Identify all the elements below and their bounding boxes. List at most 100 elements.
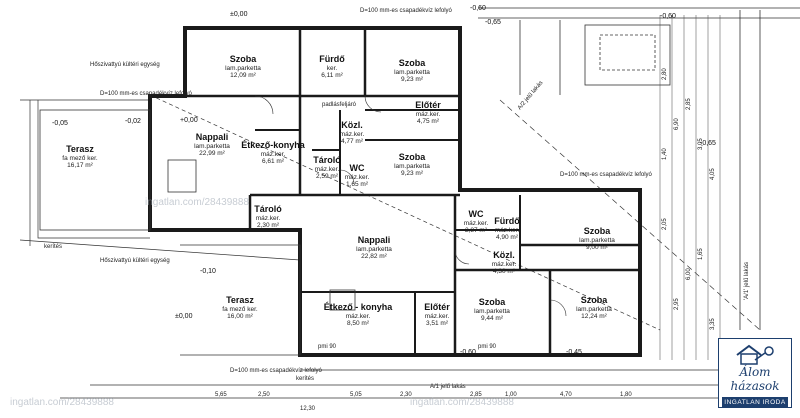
note-entrance-right: 'A/1' jelű lakás <box>744 262 750 300</box>
note-gutter-top: D=100 mm-es csapadékvíz lefolyó <box>360 8 453 14</box>
svg-text:Terasz: Terasz <box>226 295 254 305</box>
svg-text:Étkező - konyha: Étkező - konyha <box>324 302 394 312</box>
svg-text:4,30 m²: 4,30 m² <box>493 268 516 275</box>
svg-text:Szoba: Szoba <box>230 54 257 64</box>
svg-text:1,40: 1,40 <box>662 148 668 160</box>
room-szoba-2: Szoba lam.parketta 9,23 m² <box>394 58 430 83</box>
svg-text:Szoba: Szoba <box>584 226 611 236</box>
svg-text:1,00: 1,00 <box>505 392 517 398</box>
logo-brand: Álom házasok <box>730 365 780 393</box>
svg-text:22,82 m²: 22,82 m² <box>361 253 387 260</box>
svg-text:máz.ker.: máz.ker. <box>425 313 450 320</box>
level-2: -0,65 <box>485 19 501 26</box>
svg-text:2,87 m²: 2,87 m² <box>465 227 488 234</box>
svg-text:fa mező ker.: fa mező ker. <box>62 155 98 162</box>
svg-text:máz.ker.: máz.ker. <box>346 313 371 320</box>
svg-text:9,44 m²: 9,44 m² <box>481 315 504 322</box>
svg-text:máz.ker.: máz.ker. <box>416 111 441 118</box>
svg-text:2,95: 2,95 <box>674 298 680 310</box>
svg-text:2,85: 2,85 <box>686 98 692 110</box>
level-11: -0,45 <box>566 349 582 356</box>
svg-text:1,65 m²: 1,65 m² <box>346 181 369 188</box>
room-furdo-2: Fürdő máz.ker. 4,90 m² <box>494 216 520 241</box>
note-entrance-b: A/2 jelű lakás <box>517 80 545 111</box>
note-gutter-mid: D=100 mm-es csapadékvíz lefolyó <box>100 91 193 97</box>
room-szoba-4: Szoba lam.parketta 9,00 m² <box>579 226 615 251</box>
svg-text:máz.ker.: máz.ker. <box>261 151 286 158</box>
svg-text:5,05: 5,05 <box>350 392 362 398</box>
svg-text:fa mező ker.: fa mező ker. <box>222 306 258 313</box>
dims-right: 2,80 6,90 1,40 2,85 3,05 4,05 6,00 2,05 … <box>662 68 716 330</box>
svg-text:4,75 m²: 4,75 m² <box>417 118 440 125</box>
svg-text:3,05: 3,05 <box>698 138 704 150</box>
svg-text:22,99 m²: 22,99 m² <box>199 150 225 157</box>
svg-text:máz.ker.: máz.ker. <box>256 215 281 222</box>
room-eloter-1: Előtér máz.ker. 4,75 m² <box>415 100 441 125</box>
svg-text:máz.ker.: máz.ker. <box>345 174 370 181</box>
svg-text:Étkező-konyha: Étkező-konyha <box>241 140 306 150</box>
svg-text:Fürdő: Fürdő <box>319 54 345 64</box>
svg-text:2,80: 2,80 <box>662 68 668 80</box>
level-0: ±0,00 <box>230 11 248 18</box>
svg-text:6,61 m²: 6,61 m² <box>262 158 285 165</box>
room-tarolo-1: Tároló máz.ker. 2,59 m² <box>313 155 341 180</box>
svg-text:Tároló: Tároló <box>313 155 341 165</box>
svg-text:2,30 m²: 2,30 m² <box>257 222 280 229</box>
agency-logo: Álom házasok INGATLAN IRODA <box>718 338 792 408</box>
svg-text:Szoba: Szoba <box>399 58 426 68</box>
svg-text:lam.parketta: lam.parketta <box>394 69 430 76</box>
svg-text:Szoba: Szoba <box>399 152 426 162</box>
svg-text:4,90 m²: 4,90 m² <box>496 234 519 241</box>
svg-text:máz.ker.: máz.ker. <box>464 220 489 227</box>
svg-text:WC: WC <box>350 163 365 173</box>
svg-text:lam.parketta: lam.parketta <box>194 143 230 150</box>
room-terasz-2: Terasz fa mező ker. 16,00 m² <box>222 295 258 320</box>
svg-text:lam.parketta: lam.parketta <box>225 65 261 72</box>
svg-text:8,50 m²: 8,50 m² <box>347 320 370 327</box>
room-szoba-1: Szoba lam.parketta 12,09 m² <box>225 54 261 79</box>
level-7: -0,65 <box>700 140 716 147</box>
svg-text:6,90: 6,90 <box>674 118 680 130</box>
watermark-top: ingatlan.com/28439888 <box>145 197 249 208</box>
room-nappali-1: Nappali lam.parketta 22,99 m² <box>194 132 230 157</box>
watermark-bottom: ingatlan.com/28439888 <box>10 397 114 408</box>
svg-text:lam.parketta: lam.parketta <box>576 306 612 313</box>
svg-text:5,65: 5,65 <box>215 392 227 398</box>
svg-text:lam.parketta: lam.parketta <box>579 237 615 244</box>
room-wc-2: WC máz.ker. 2,87 m² <box>464 209 489 234</box>
room-etkezo-konyha-1: Étkező-konyha máz.ker. 6,61 m² <box>241 140 306 165</box>
room-tarolo-2: Tároló máz.ker. 2,30 m² <box>254 204 282 229</box>
note-gutter-bottom: D=100 mm-es csapadékvíz lefolyó <box>230 368 323 374</box>
svg-text:2,59 m²: 2,59 m² <box>316 173 339 180</box>
note-entrance-a: A/1 jelű lakás <box>430 384 466 390</box>
level-9: ±0,00 <box>175 313 193 320</box>
svg-text:9,23 m²: 9,23 m² <box>401 170 424 177</box>
house-key-icon <box>736 344 774 365</box>
svg-text:máz.ker.: máz.ker. <box>495 227 520 234</box>
svg-text:16,17 m²: 16,17 m² <box>67 162 93 169</box>
svg-text:12,30: 12,30 <box>300 406 316 412</box>
svg-text:6,11 m²: 6,11 m² <box>321 72 343 79</box>
dims-bottom: 5,65 2,50 12,30 5,05 2,30 2,85 1,00 4,70… <box>215 392 632 412</box>
svg-text:lam.parketta: lam.parketta <box>474 308 510 315</box>
note-fence-left: kerítés <box>44 244 62 250</box>
svg-text:Szoba: Szoba <box>581 295 608 305</box>
svg-text:9,23 m²: 9,23 m² <box>401 76 424 83</box>
level-6: +0,00 <box>180 117 198 124</box>
svg-text:Terasz: Terasz <box>66 144 94 154</box>
room-szoba-5: Szoba lam.parketta 9,44 m² <box>474 297 510 322</box>
svg-text:12,24 m²: 12,24 m² <box>581 313 607 320</box>
svg-text:12,09 m²: 12,09 m² <box>230 72 256 79</box>
svg-text:WC: WC <box>469 209 484 219</box>
level-4: -0,02 <box>125 118 141 125</box>
svg-text:2,30: 2,30 <box>400 392 412 398</box>
level-3: -0,05 <box>52 120 68 127</box>
svg-text:2,85: 2,85 <box>470 392 482 398</box>
note-fence-bottom: kerítés <box>296 376 314 382</box>
svg-text:2,05: 2,05 <box>662 218 668 230</box>
level-8: -0,60 <box>460 349 476 356</box>
svg-text:4,05: 4,05 <box>710 168 716 180</box>
svg-text:máz.ker.: máz.ker. <box>492 261 517 268</box>
note-board: padlásfeljáró <box>322 102 357 108</box>
